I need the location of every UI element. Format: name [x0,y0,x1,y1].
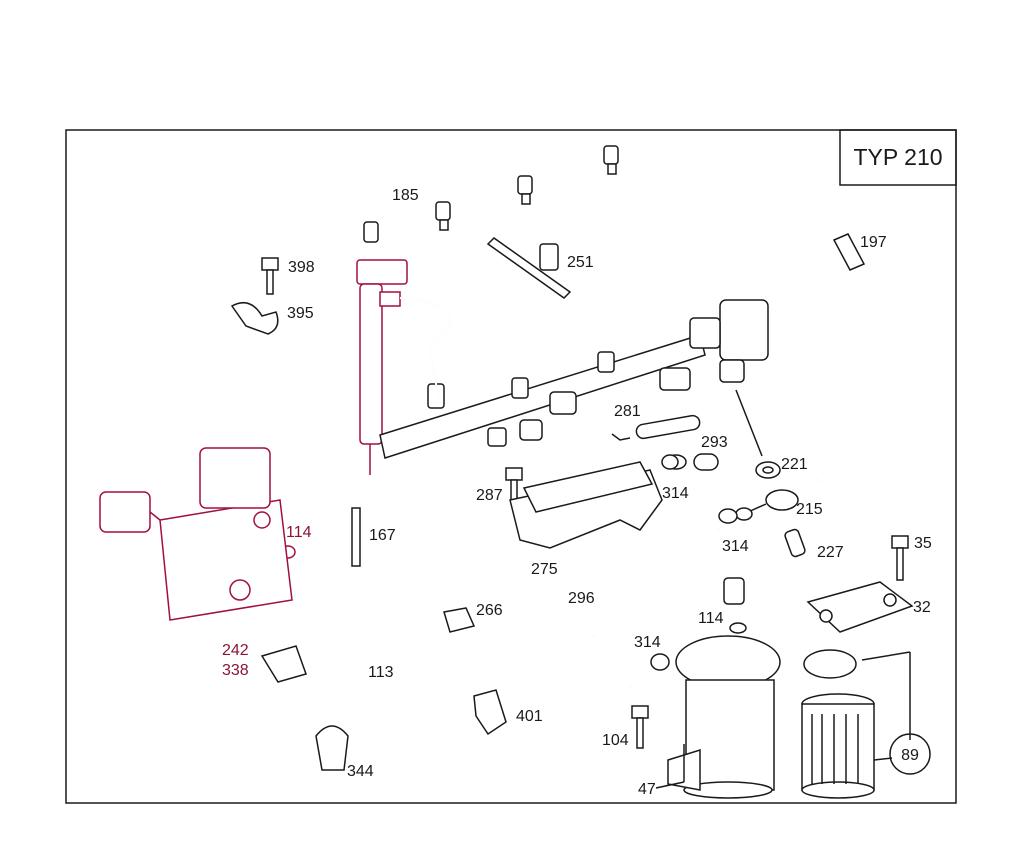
part-114-seal-lower[interactable] [723,577,747,634]
callout-197[interactable]: 197 [860,234,887,251]
callout-344[interactable]: 344 [347,763,374,780]
part-266-clip[interactable] [443,607,476,633]
part-47-filter-housing[interactable] [667,635,781,799]
part-281-connector[interactable] [611,414,701,441]
part-296-hose[interactable] [592,528,719,688]
part-35-bolt[interactable] [891,535,909,581]
callout-215[interactable]: 215 [796,501,823,518]
callout-167[interactable]: 167 [369,527,396,544]
callout-113[interactable]: 113 [368,664,394,681]
high-pressure-pump[interactable] [99,447,293,621]
part-227-hollow-bolt[interactable] [784,528,806,558]
part-395-clamp[interactable] [230,301,279,335]
callout-104[interactable]: 104 [602,732,629,749]
part-401-clamp[interactable] [473,689,507,736]
callout-labels: 185 398 395 251 197 281 293 221 287 314 … [222,187,932,798]
callout-251[interactable]: 251 [567,254,594,271]
part-197-sleeve[interactable] [832,233,866,271]
callout-401[interactable]: 401 [516,708,543,725]
callout-398[interactable]: 398 [288,259,315,276]
leader-lines [655,389,911,789]
callout-242[interactable]: 242 [222,642,249,659]
callout-227[interactable]: 227 [817,544,844,561]
callout-221[interactable]: 221 [781,456,808,473]
callout-89[interactable]: 89 [901,747,919,764]
part-221-seal-ring[interactable] [755,461,781,479]
callout-185[interactable]: 185 [392,187,419,204]
callout-275[interactable]: 275 [531,561,558,578]
part-398-bolt[interactable] [261,257,279,295]
callout-296[interactable]: 296 [568,590,595,607]
callout-114-lower[interactable]: 114 [698,610,724,627]
callout-114-upper[interactable]: 114 [286,524,312,541]
part-287-bolt[interactable] [505,467,523,503]
callout-314-lower[interactable]: 314 [634,634,661,651]
part-104-bolt[interactable] [631,705,649,749]
fuel-rail[interactable] [379,297,769,459]
callout-32[interactable]: 32 [913,599,931,616]
part-242-338-bracket[interactable] [260,645,307,683]
part-275-bracket[interactable] [509,461,663,549]
part-215-banjo[interactable] [735,489,799,521]
callout-266[interactable]: 266 [476,602,503,619]
part-314-clamp-lower[interactable] [650,653,670,671]
part-167-pin[interactable] [351,507,361,567]
part-89-filter-element[interactable] [801,649,875,799]
callout-35[interactable]: 35 [914,535,932,552]
callout-314-upper[interactable]: 314 [662,485,689,502]
callout-293[interactable]: 293 [701,434,728,451]
callout-47[interactable]: 47 [638,781,656,798]
injector[interactable] [356,259,408,475]
part-32-control-module[interactable] [806,581,914,633]
callout-314-mid[interactable]: 314 [722,538,749,555]
callout-287[interactable]: 287 [476,487,503,504]
type-box: TYP 210 [839,129,957,186]
type-label: TYP 210 [853,144,942,170]
part-314-clamp-upper[interactable] [661,454,679,470]
diagram-frame [65,129,957,804]
callout-395[interactable]: 395 [287,305,314,322]
part-344-clip[interactable] [315,725,349,771]
callout-circle-89 [889,733,931,775]
part-314-clamp-mid[interactable] [718,508,738,524]
callout-281[interactable]: 281 [614,403,641,420]
part-113-fuel-line[interactable] [285,561,732,666]
part-185-leakoff-line[interactable] [363,144,841,482]
part-251-strap-clip[interactable] [486,237,572,299]
callout-338[interactable]: 338 [222,662,249,679]
